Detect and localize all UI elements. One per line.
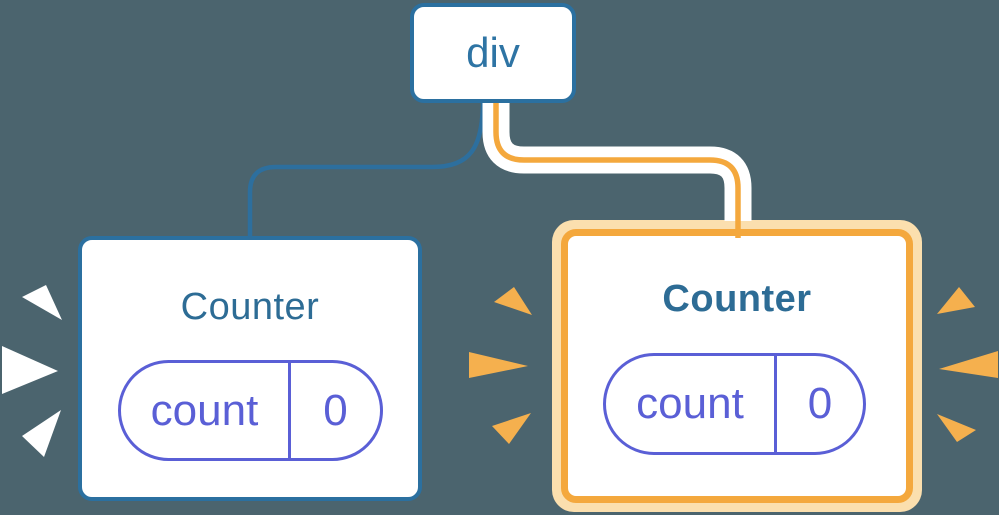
render-spark-icon xyxy=(937,414,976,442)
counter-node-right-highlighted: Counter count 0 xyxy=(552,220,922,512)
root-node-div: div xyxy=(410,3,576,103)
state-pill: count 0 xyxy=(118,360,383,461)
counter-title: Counter xyxy=(662,278,812,320)
state-value-label: 0 xyxy=(807,379,833,428)
state-key-label: count xyxy=(606,356,777,452)
state-value-label: 0 xyxy=(323,385,348,435)
counter-title: Counter xyxy=(180,286,320,328)
edge-root-to-right-counter-casing xyxy=(482,98,752,221)
render-spark-icon xyxy=(494,287,532,315)
render-spark-icon xyxy=(2,346,58,394)
root-node-label: div xyxy=(466,29,520,76)
render-spark-icon xyxy=(939,351,998,378)
render-spark-icon xyxy=(22,285,62,320)
state-key-label: count xyxy=(121,363,291,458)
render-spark-icon xyxy=(937,287,975,314)
state-pill: count 0 xyxy=(603,353,866,455)
edge-root-to-left-counter xyxy=(247,99,486,240)
edge-root-to-right-counter xyxy=(493,98,741,238)
counter-node-left: Counter count 0 xyxy=(78,236,422,501)
render-spark-icon xyxy=(492,413,531,444)
render-spark-icon xyxy=(469,352,528,378)
render-spark-icon xyxy=(22,410,61,457)
